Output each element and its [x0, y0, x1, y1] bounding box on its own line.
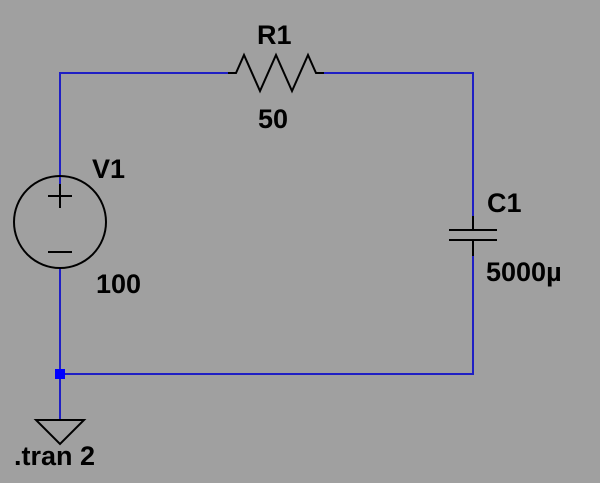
wires	[59, 72, 474, 420]
wire-top-right[interactable]	[324, 72, 474, 216]
voltage-source-icon[interactable]	[13, 175, 107, 269]
v1-name-label: V1	[92, 154, 126, 184]
junction-node[interactable]	[55, 369, 65, 379]
r1-value-label: 50	[258, 104, 289, 134]
c1-name-label: C1	[487, 188, 522, 218]
c1-value-label: 5000µ	[486, 257, 562, 287]
resistor-icon[interactable]	[228, 52, 324, 94]
capacitor-icon[interactable]	[449, 216, 497, 256]
wire-right-bottom[interactable]	[60, 256, 474, 375]
wire-top-left[interactable]	[59, 72, 228, 184]
v1-value-label: 100	[96, 269, 142, 299]
r1-name-label: R1	[257, 20, 292, 50]
ground-icon[interactable]	[33, 419, 87, 446]
simulation-directive[interactable]: .tran 2	[14, 441, 96, 471]
